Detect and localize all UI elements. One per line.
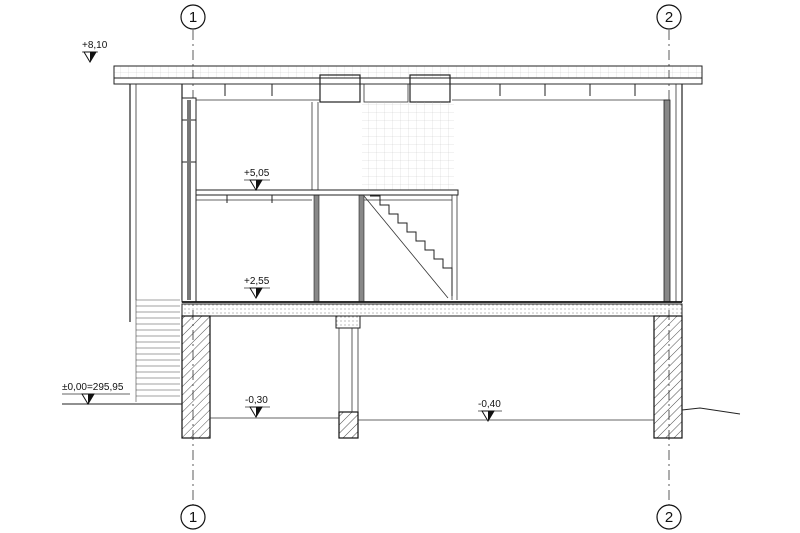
ground-line	[62, 403, 741, 415]
axis-lines	[192, 30, 670, 505]
axis-2-top-label: 2	[665, 9, 673, 26]
interior-stair	[370, 195, 453, 296]
axis-2-bottom-bubble: 2	[656, 504, 682, 530]
level-upper-floor-label: +5,05	[244, 168, 270, 179]
level-marker-roof: +8,10	[82, 40, 108, 63]
left-exterior-structure	[129, 84, 197, 402]
level-roof-label: +8,10	[82, 40, 108, 51]
skylight-shaft	[362, 102, 454, 190]
axis-1-top-label: 1	[189, 9, 197, 26]
roof	[113, 65, 703, 103]
level-marker-upper-floor: +5,05	[244, 168, 270, 191]
level-marker-main-floor: +2,55	[244, 276, 270, 299]
upper-floor-slab	[195, 189, 459, 203]
level-marker-basement-right: -0,40	[478, 399, 502, 422]
axis-1-bottom-label: 1	[189, 509, 197, 526]
level-basement-right-label: -0,40	[478, 399, 501, 410]
axis-1-bottom-bubble: 1	[180, 504, 206, 530]
right-wall	[663, 84, 683, 303]
level-marker-ground: ±0,00=295,95	[62, 382, 130, 405]
level-ground-label: ±0,00=295,95	[62, 382, 124, 393]
level-basement-left-label: -0,30	[245, 395, 268, 406]
axis-1-top-bubble: 1	[180, 4, 206, 30]
basement	[181, 315, 683, 439]
axis-2-top-bubble: 2	[656, 4, 682, 30]
axis-2-bottom-label: 2	[665, 509, 673, 526]
main-floor-slab	[181, 301, 683, 329]
level-main-floor-label: +2,55	[244, 276, 270, 287]
level-marker-basement-left: -0,30	[245, 395, 270, 418]
